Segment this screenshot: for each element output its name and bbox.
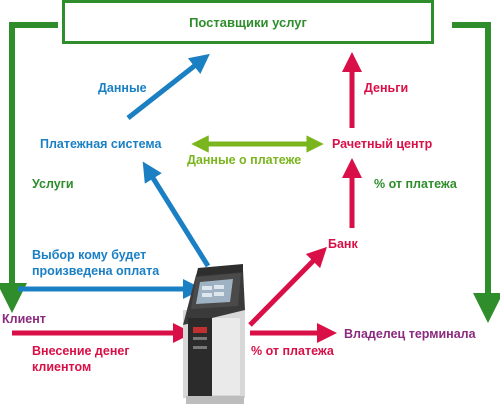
client-node: Клиент <box>2 312 46 326</box>
payment-data-label: Данные о платеже <box>187 153 302 167</box>
terminal-to-bank-arrow <box>248 246 328 327</box>
percent-of-payment-right-label: % от платежа <box>374 177 457 191</box>
service-providers-label: Поставщики услуг <box>189 14 307 30</box>
deposit-label-line2: клиентом <box>32 360 92 374</box>
data-label: Данные <box>98 81 147 95</box>
choice-label-line2: произведена оплата <box>32 264 160 278</box>
percent-to-owner-arrow <box>452 22 500 323</box>
terminal-owner-node: Владелец терминала <box>344 327 476 341</box>
choice-label-line1: Выбор кому будет <box>32 248 147 262</box>
data-to-providers-arrow <box>126 53 210 120</box>
service-providers-box: Поставщики услуг <box>62 0 434 44</box>
terminal-to-payment-system-arrow <box>142 161 211 268</box>
money-label: Деньги <box>364 81 409 95</box>
payment-system-node: Платежная система <box>40 137 162 151</box>
services-to-client-arrow <box>0 22 58 313</box>
percent-of-payment-bottom-label: % от платежа <box>251 344 334 358</box>
settlement-center-node: Рачетный центр <box>332 137 433 151</box>
services-label: Услуги <box>32 177 74 191</box>
payment-terminal <box>183 264 245 404</box>
bank-node: Банк <box>328 237 358 251</box>
deposit-label-line1: Внесение денег <box>32 344 130 358</box>
